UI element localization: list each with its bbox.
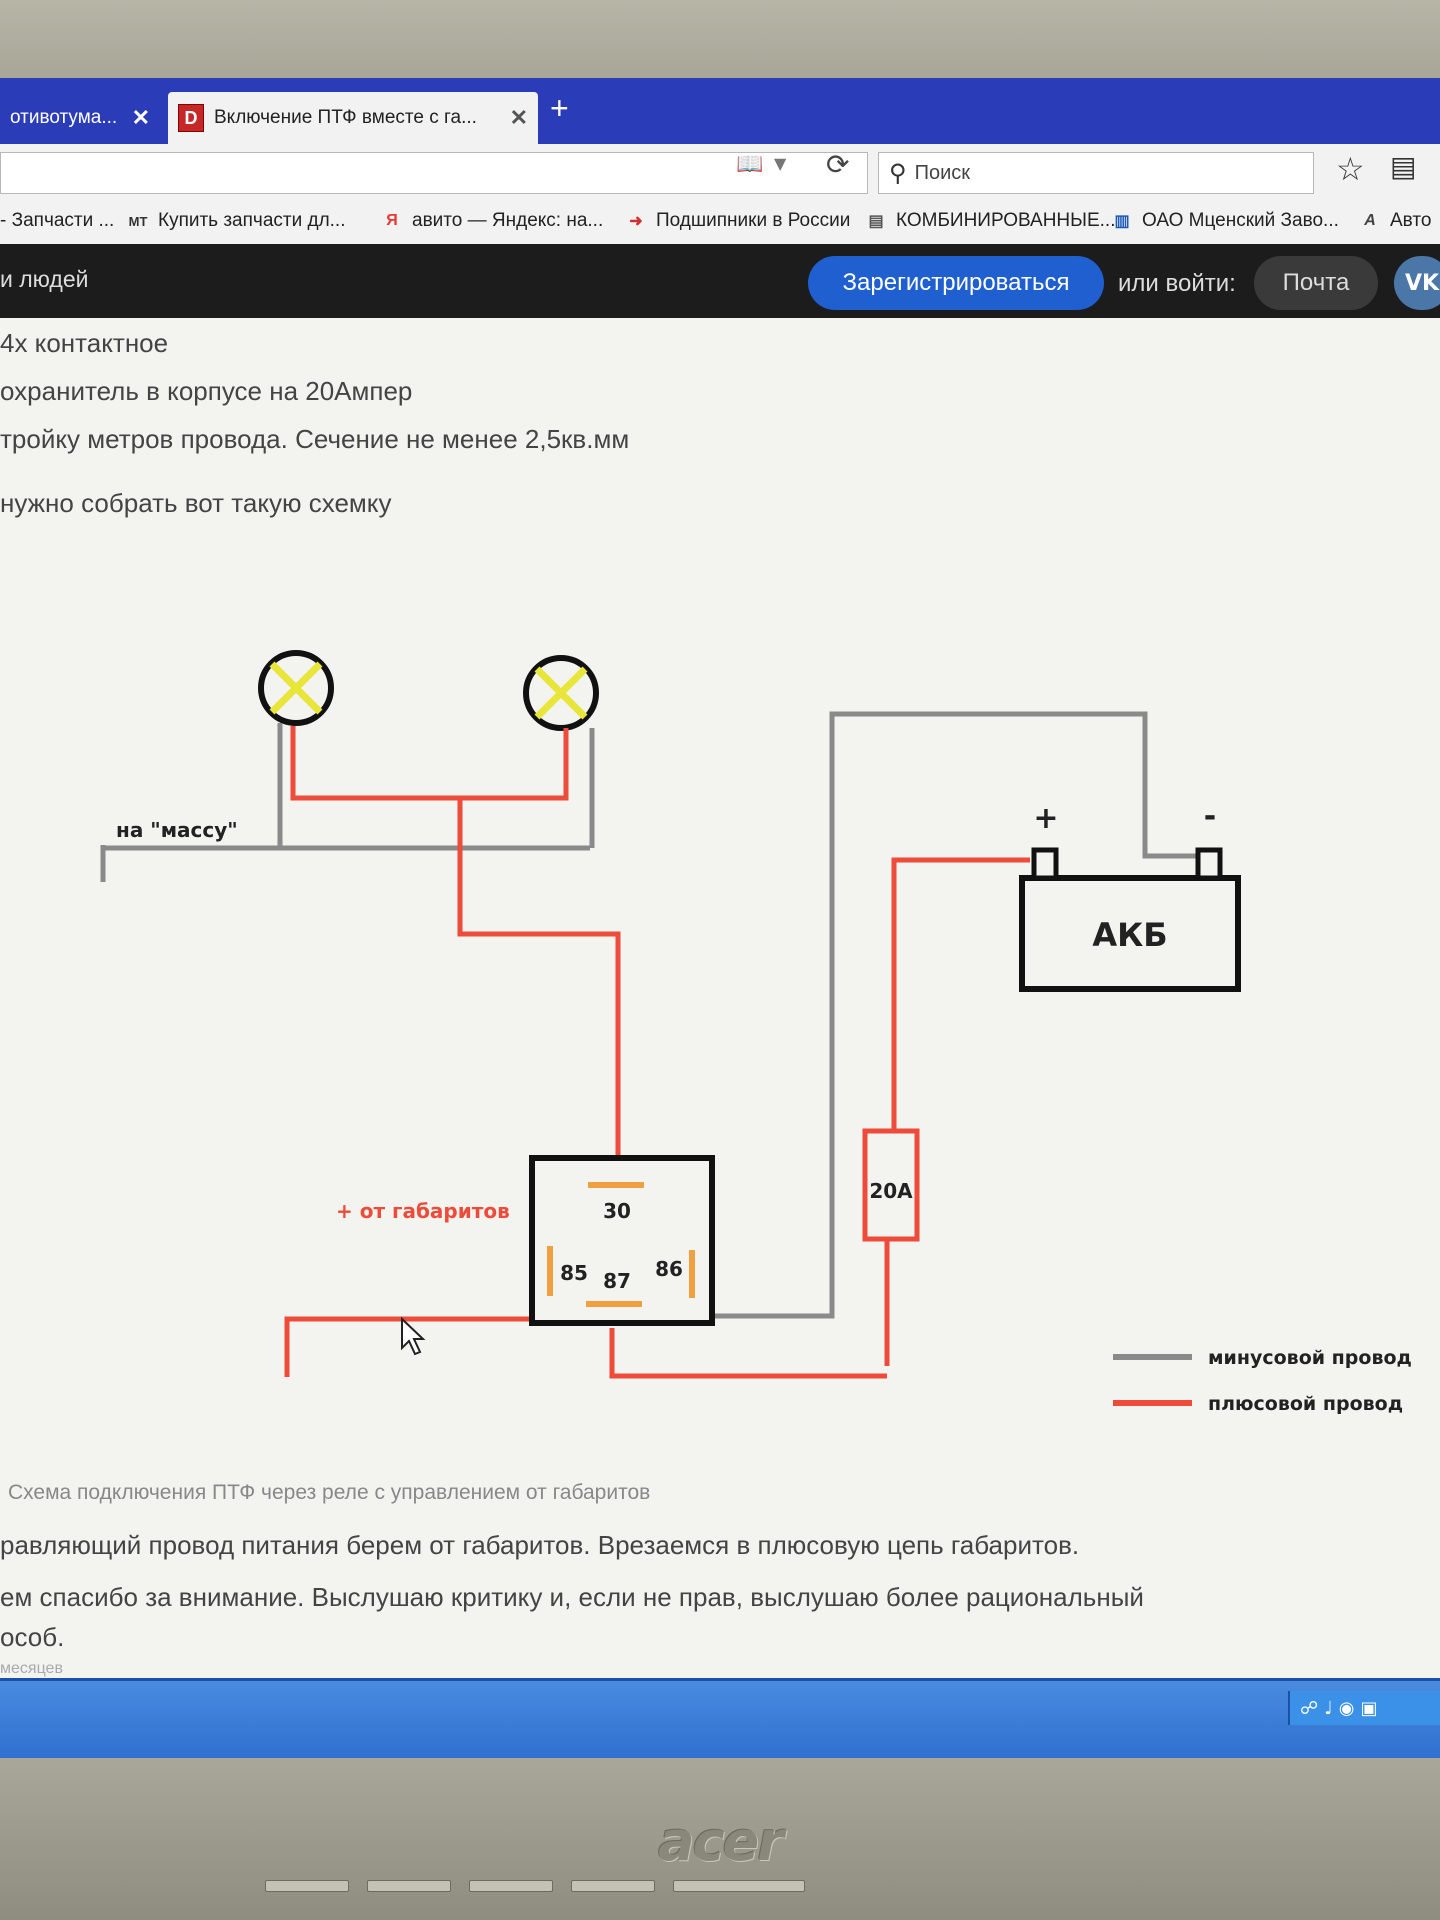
minus-wires xyxy=(100,711,1198,1319)
article-line: ем спасибо за внимание. Выслушаю критику… xyxy=(0,1582,1144,1612)
bookmark-favicon-icon: МТ xyxy=(128,213,148,229)
bookmark-item[interactable]: Я авито — Яндекс: на... xyxy=(382,210,603,232)
bookmarks-toolbar: - Запчасти ... МТ Купить запчасти дл... … xyxy=(0,200,1440,245)
bookmark-item[interactable]: ▥ ОАО Мценский Заво... xyxy=(1112,210,1339,232)
article-content: 4х контактное охранитель в корпусе на 20… xyxy=(0,318,1440,1678)
relay-pin-85: 85 xyxy=(560,1261,588,1285)
ground-label: на "массу" xyxy=(116,818,238,842)
reader-view-icon[interactable]: 📖 xyxy=(736,152,764,177)
volume-icon[interactable]: ♩ xyxy=(1324,1697,1333,1719)
bookmark-label: ОАО Мценский Заво... xyxy=(1142,210,1339,231)
monitor-button[interactable] xyxy=(571,1880,655,1892)
register-button[interactable]: Зарегистрироваться xyxy=(808,256,1104,310)
relay-pin-30: 30 xyxy=(603,1199,631,1223)
bookmark-label: КОМБИНИРОВАННЫЕ... xyxy=(896,210,1116,231)
auto-icon: А xyxy=(1364,212,1376,229)
nav-bar: 📖 ▼ ⟳ ⚲ Поиск ☆ ▤ xyxy=(0,144,1440,201)
battery-minus-label: - xyxy=(1204,799,1216,834)
monitor-bezel-bottom xyxy=(0,1758,1440,1920)
figure-caption: Схема подключения ПТФ через реле с управ… xyxy=(8,1481,651,1504)
bookmark-item[interactable]: ▤ КОМБИНИРОВАННЫЕ... xyxy=(866,210,1115,232)
bookmark-label: - Запчасти ... xyxy=(0,210,115,231)
monitor-button[interactable] xyxy=(469,1880,553,1892)
lamp-left-icon xyxy=(258,650,334,726)
tab-inactive-title: отивотума... xyxy=(10,107,118,128)
taskbar: ☍ ♩ ◉ ▣ xyxy=(0,1678,1440,1758)
monitor-buttons xyxy=(265,1880,805,1892)
close-icon[interactable]: ✕ xyxy=(509,105,528,130)
monitor-brand-logo: acer xyxy=(658,1810,784,1873)
relay-pin-86: 86 xyxy=(655,1257,683,1281)
battery-plus-label: + xyxy=(1033,801,1058,836)
bookmark-item[interactable]: - Запчасти ... xyxy=(0,210,114,232)
site-tagline: и людей xyxy=(0,266,89,292)
site-header: и людей Зарегистрироваться или войти: По… xyxy=(0,244,1440,318)
article-line: нужно собрать вот такую схемку xyxy=(0,488,392,518)
bookmark-label: авито — Яндекс: на... xyxy=(412,210,604,231)
article-line: особ. xyxy=(0,1622,65,1652)
lamp-right-icon xyxy=(523,655,599,731)
mail-login-button[interactable]: Почта xyxy=(1254,256,1378,310)
document-icon: ▤ xyxy=(868,213,884,230)
or-login-label: или войти: xyxy=(1118,270,1236,297)
monitor-button[interactable] xyxy=(673,1880,805,1892)
tab-inactive[interactable]: отивотума... ✕ xyxy=(0,92,160,144)
bookmark-item[interactable]: ➜ Подшипники в России xyxy=(626,210,850,232)
search-input[interactable]: ⚲ Поиск xyxy=(878,152,1314,194)
site-favicon-icon: D xyxy=(178,104,204,132)
bookmark-label: Подшипники в России xyxy=(656,210,851,231)
bookmark-star-icon[interactable]: ☆ xyxy=(1336,150,1365,188)
reload-icon[interactable]: ⟳ xyxy=(826,148,850,181)
bookmark-item[interactable]: МТ Купить запчасти дл... xyxy=(128,210,346,232)
url-input[interactable] xyxy=(0,152,868,194)
legend-plus-label: плюсовой провод xyxy=(1208,1393,1403,1415)
tab-active[interactable]: D Включение ПТФ вместе с га... ✕ xyxy=(168,92,538,144)
close-icon[interactable]: ✕ xyxy=(131,105,150,130)
search-placeholder: Поиск xyxy=(914,161,970,184)
wiring-diagram: АКБ + - 20А 30 85 86 87 на "массу" + от … xyxy=(100,650,1412,1415)
from-sidelights-label: + от габаритов xyxy=(336,1199,510,1223)
bookmark-label: Авто xyxy=(1390,210,1432,231)
system-tray[interactable]: ☍ ♩ ◉ ▣ xyxy=(1288,1691,1440,1725)
tab-bar: отивотума... ✕ D Включение ПТФ вместе с … xyxy=(0,78,1440,144)
arrow-icon: ➜ xyxy=(629,213,643,230)
article-line: равляющий провод питания берем от габари… xyxy=(0,1530,1080,1560)
post-age: месяцев xyxy=(0,1660,63,1677)
bookmark-label: Купить запчасти дл... xyxy=(158,210,346,231)
yandex-icon: Я xyxy=(386,212,398,229)
new-tab-button[interactable]: + xyxy=(550,90,569,126)
search-icon: ⚲ xyxy=(889,159,907,187)
article-line: охранитель в корпусе на 20Ампер xyxy=(0,376,413,406)
battery-icon xyxy=(1019,847,1241,992)
plus-wires xyxy=(284,726,1030,1379)
article-line: тройку метров провода. Сечение не менее … xyxy=(0,424,630,454)
bookmarks-list-icon[interactable]: ▤ xyxy=(1390,150,1417,183)
monitor-button[interactable] xyxy=(367,1880,451,1892)
network-icon[interactable]: ☍ xyxy=(1300,1697,1319,1719)
legend-minus-label: минусовой провод xyxy=(1208,1347,1412,1369)
mouse-cursor-icon xyxy=(401,1316,426,1356)
chevron-down-icon[interactable]: ▼ xyxy=(774,154,787,173)
monitor-button[interactable] xyxy=(265,1880,349,1892)
screen: отивотума... ✕ D Включение ПТФ вместе с … xyxy=(0,78,1440,1758)
tab-active-title: Включение ПТФ вместе с га... xyxy=(214,107,477,128)
fuse-label: 20А xyxy=(869,1179,913,1203)
fuse-icon xyxy=(862,1128,920,1242)
relay-icon xyxy=(529,1155,715,1326)
article-line: 4х контактное xyxy=(0,328,169,358)
monitor-bezel-top xyxy=(0,0,1440,78)
vk-login-button[interactable]: VK xyxy=(1394,256,1440,310)
relay-pin-87: 87 xyxy=(603,1269,631,1293)
antivirus-icon[interactable]: ◉ xyxy=(1338,1697,1355,1719)
bookmark-item[interactable]: А Авто xyxy=(1360,210,1431,232)
app-icon[interactable]: ▣ xyxy=(1360,1697,1378,1719)
battery-label: АКБ xyxy=(1092,916,1167,954)
building-icon: ▥ xyxy=(1114,213,1130,230)
relay-contacts xyxy=(547,1182,695,1307)
